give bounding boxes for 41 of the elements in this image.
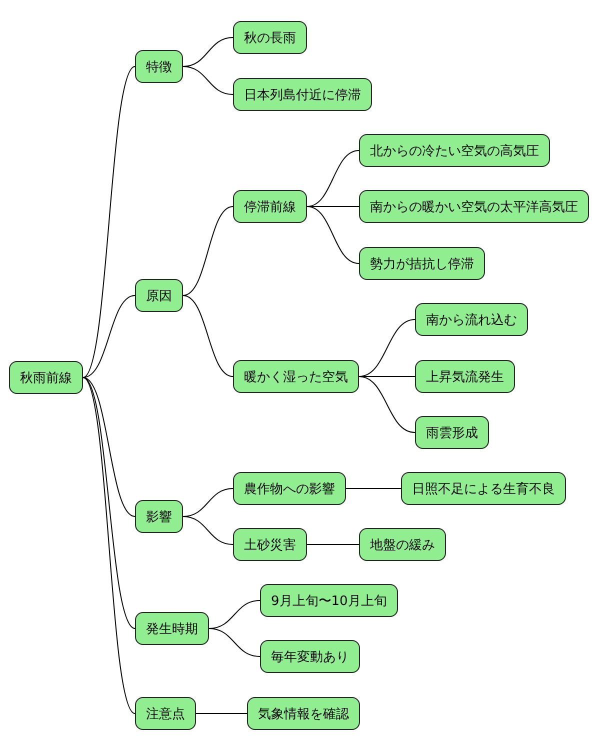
- connector-line: [82, 377, 136, 517]
- topic-box: 土砂災害: [233, 528, 307, 561]
- topic-box: 9月上旬〜10月上旬: [260, 584, 398, 617]
- topic-box: 影響: [135, 500, 183, 533]
- topic-box: 気象情報を確認: [247, 697, 360, 730]
- connector-line: [306, 206, 360, 207]
- connector-line: [82, 377, 136, 714]
- connector-line: [182, 66, 234, 95]
- connector-line: [358, 376, 416, 433]
- connector-line: [196, 713, 248, 714]
- connector-line: [182, 206, 234, 296]
- connector-line: [306, 150, 360, 207]
- topic-box: 日照不足による生育不良: [401, 472, 566, 505]
- connector-line: [346, 488, 402, 489]
- topic-box: 特徴: [135, 50, 183, 83]
- connector-line: [208, 628, 260, 657]
- topic-box: 農作物への影響: [233, 472, 346, 505]
- connector-line: [182, 516, 234, 545]
- topic-box: 発生時期: [135, 612, 209, 645]
- connector-line: [182, 295, 234, 377]
- topic-box: 南からの暖かい空気の太平洋高気圧: [359, 190, 589, 223]
- topic-box: 雨雲形成: [415, 416, 489, 449]
- topic-box: 日本列島付近に停滞: [233, 78, 372, 111]
- topic-box: 北からの冷たい空気の高気圧: [359, 134, 550, 167]
- topic-box: 毎年変動あり: [260, 640, 360, 673]
- topic-box: 秋の長雨: [233, 21, 307, 54]
- connector-line: [306, 206, 360, 264]
- topic-box: 南から流れ込む: [415, 303, 528, 336]
- connector-line: [306, 544, 360, 545]
- connector-line: [82, 66, 136, 378]
- connector-line: [358, 376, 416, 377]
- connector-line: [82, 377, 136, 629]
- topic-box: 秋雨前線: [9, 361, 83, 394]
- topic-box: 注意点: [135, 697, 196, 730]
- topic-box: 原因: [135, 279, 183, 312]
- topic-box: 地盤の緩み: [359, 528, 446, 561]
- topic-box: 勢力が拮抗し停滞: [359, 247, 485, 280]
- topic-box: 停滞前線: [233, 190, 307, 223]
- topic-box: 上昇気流発生: [415, 360, 515, 393]
- topic-box: 暖かく湿った空気: [233, 360, 359, 393]
- connector-line: [82, 295, 136, 378]
